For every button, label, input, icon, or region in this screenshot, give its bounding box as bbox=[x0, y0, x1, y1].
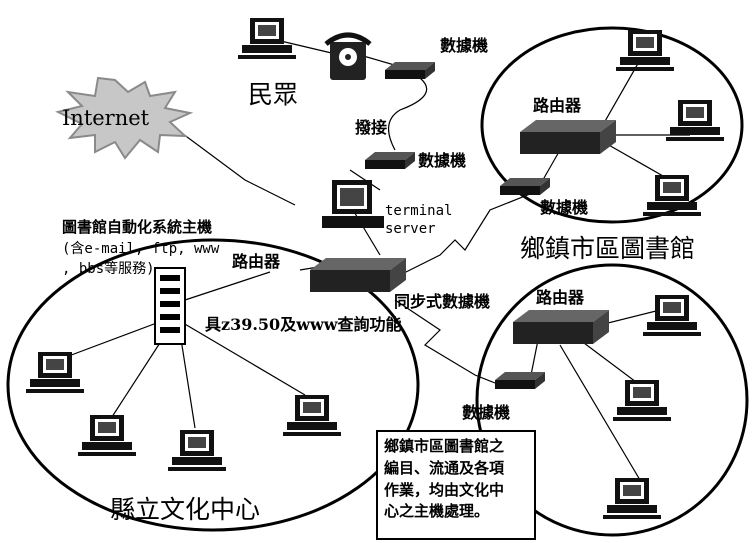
township-library-network-top bbox=[480, 26, 744, 224]
township-library-network-bottom bbox=[475, 263, 749, 537]
library-host-label-1: 圖書館自動化系統主機 bbox=[62, 218, 213, 236]
township-pc-icon bbox=[613, 380, 671, 421]
library-host-label-3: , bbs等服務) bbox=[62, 261, 155, 277]
phone-modem-label: 數據機 bbox=[440, 36, 489, 55]
note-line: 鄉鎮市區圖書館之 bbox=[384, 437, 505, 455]
note-line: 作業，均由文化中 bbox=[384, 480, 505, 499]
modem-bottom-right-label: 數據機 bbox=[462, 403, 511, 422]
internet-cloud bbox=[55, 76, 194, 160]
township-note-box: 鄉鎮市區圖書館之 編目、流通及各項 作業，均由文化中 心之主機處理。 bbox=[376, 430, 536, 540]
modem-icon bbox=[495, 372, 545, 389]
z3950-label: 具z39.50及www查詢功能 bbox=[205, 315, 402, 334]
modem-icon bbox=[385, 62, 435, 79]
modem-icon bbox=[365, 152, 415, 169]
router-icon bbox=[520, 120, 616, 154]
router-top-right-label: 路由器 bbox=[533, 96, 582, 115]
county-pc-icon bbox=[26, 352, 84, 393]
township-pc-icon bbox=[643, 175, 701, 216]
county-center-network bbox=[6, 238, 420, 532]
note-line: 編目、流通及各項 bbox=[384, 458, 505, 477]
modem-top-right-label: 數據機 bbox=[540, 198, 589, 217]
router-bottom-right-label: 路由器 bbox=[536, 288, 585, 307]
telephone-icon bbox=[324, 32, 372, 80]
home-user-computer-icon bbox=[238, 18, 296, 59]
county-pc-icon bbox=[168, 430, 226, 471]
router-icon bbox=[513, 310, 609, 344]
router-county-label: 路由器 bbox=[232, 252, 281, 271]
library-host-server-icon bbox=[154, 267, 186, 345]
terminal-server-icon bbox=[322, 180, 384, 228]
modem-mid-label: 數據機 bbox=[418, 151, 467, 170]
sync-modem-label: 同步式數據機 bbox=[394, 292, 491, 311]
dialup-label: 撥接 bbox=[355, 118, 388, 137]
county-center-label: 縣立文化中心 bbox=[110, 495, 261, 524]
county-pc-icon bbox=[283, 395, 341, 436]
terminal-server-label: terminal server bbox=[385, 203, 453, 238]
router-icon bbox=[310, 258, 406, 292]
note-line: 心之主機處理。 bbox=[384, 502, 490, 521]
township-pc-icon bbox=[603, 478, 661, 519]
public-label: 民眾 bbox=[248, 80, 299, 109]
township-pc-icon bbox=[643, 295, 701, 336]
township-pc-icon bbox=[666, 100, 724, 141]
internet-label: Internet bbox=[62, 106, 150, 130]
county-pc-icon bbox=[78, 415, 136, 456]
modem-icon bbox=[500, 178, 550, 195]
library-host-label-2: (含e-mail, ftp, www bbox=[62, 241, 220, 257]
township-library-label: 鄉鎮市區圖書館 bbox=[520, 234, 696, 263]
